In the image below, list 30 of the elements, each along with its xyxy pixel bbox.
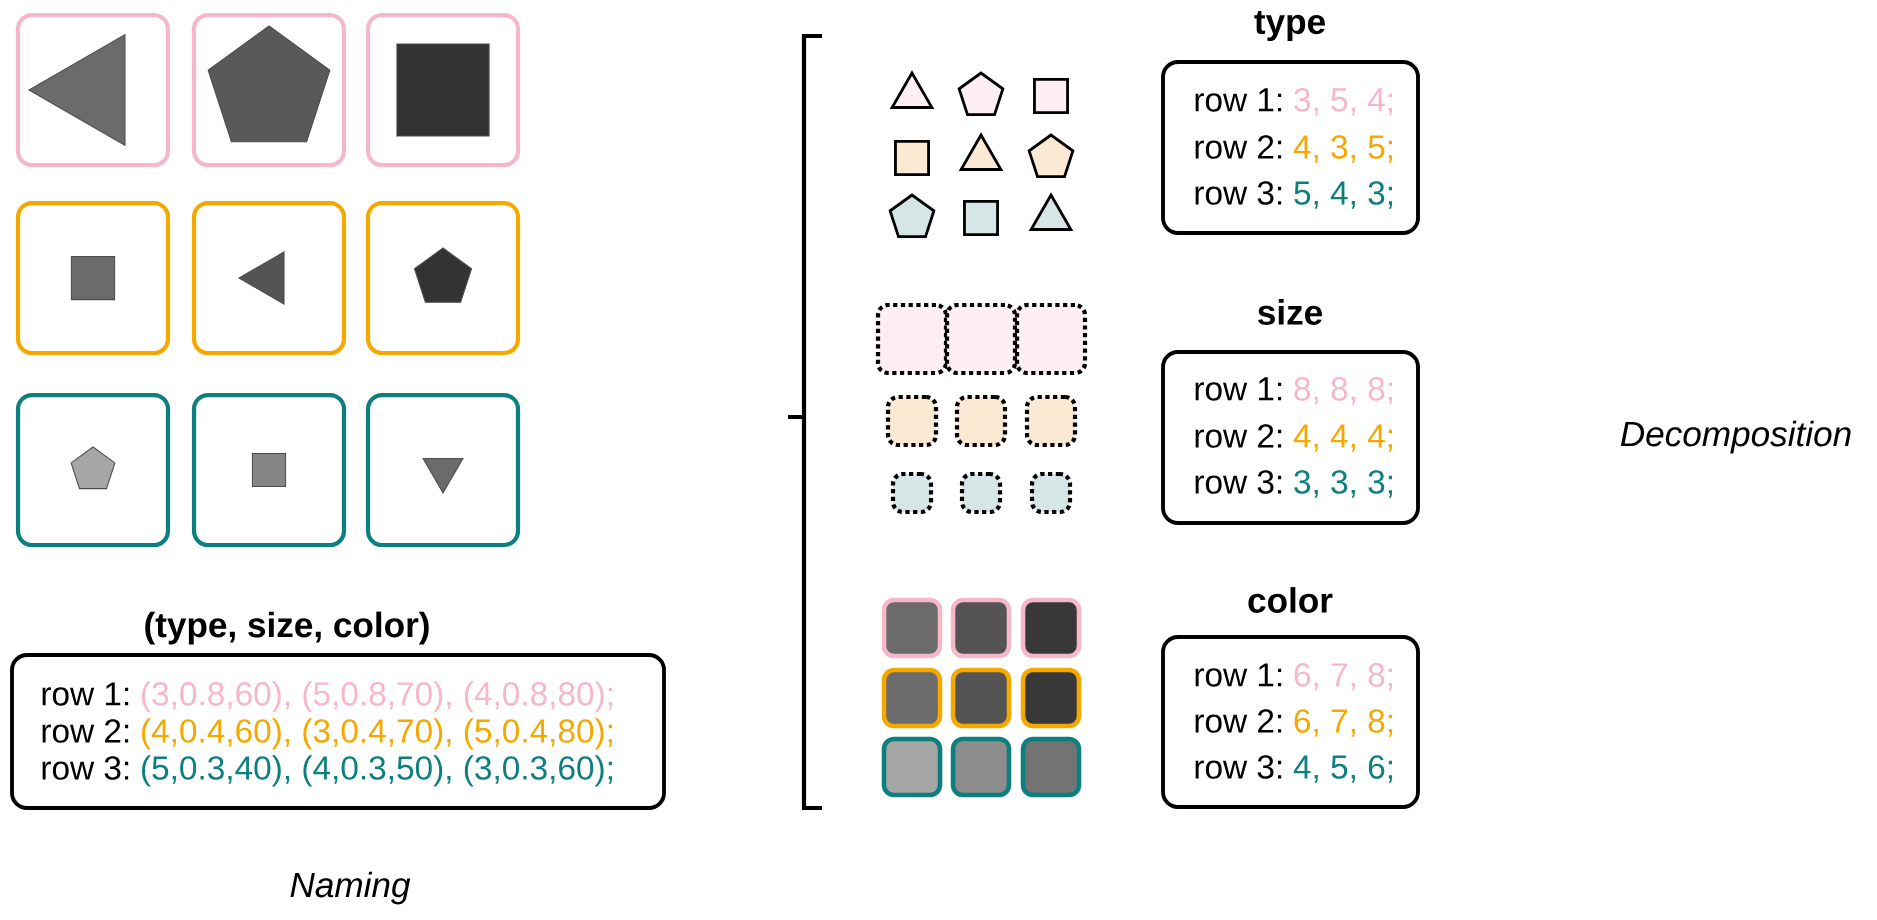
row-values: 5, 4, 3; — [1294, 181, 1392, 209]
row-values: 3, 3, 3; — [1294, 470, 1392, 498]
caption: Decomposition — [1620, 420, 1851, 454]
row-values: (4,0.4,60), (3,0.4,70), (5,0.4,80); — [142, 718, 612, 750]
heading: color — [1248, 587, 1333, 613]
heading: type — [1254, 10, 1325, 42]
row-values: 4, 4, 4; — [1293, 424, 1392, 452]
row-label: row 1: — [42, 682, 129, 706]
row-label: row 1: — [1195, 663, 1282, 687]
heading: (type, size, color) — [145, 611, 429, 645]
row-label: row 2: — [1195, 424, 1282, 448]
row-values: 6, 7, 8; — [1294, 663, 1392, 691]
row-label: row 1: — [1195, 88, 1282, 112]
row-label: row 1: — [1195, 377, 1282, 401]
caption: Naming — [290, 871, 411, 905]
row-label: row 3: — [1195, 181, 1282, 205]
row-values: 4, 5, 6; — [1293, 755, 1392, 783]
row-label: row 2: — [1195, 135, 1282, 159]
row-values: 8, 8, 8; — [1294, 377, 1392, 405]
row-label: row 2: — [1195, 709, 1282, 733]
row-label: row 3: — [1195, 470, 1282, 494]
row-values: (5,0.3,40), (4,0.3,50), (3,0.3,60); — [142, 755, 612, 787]
row-values: 3, 5, 4; — [1294, 88, 1392, 116]
row-values: (3,0.8,60), (5,0.8,70), (4,0.8,80); — [142, 681, 612, 713]
row-values: 6, 7, 8; — [1294, 709, 1392, 737]
heading: size — [1258, 299, 1323, 325]
row-label: row 2: — [42, 719, 129, 743]
row-label: row 3: — [1195, 755, 1282, 779]
row-label: row 3: — [42, 756, 129, 780]
row-values: 4, 3, 5; — [1293, 135, 1392, 163]
